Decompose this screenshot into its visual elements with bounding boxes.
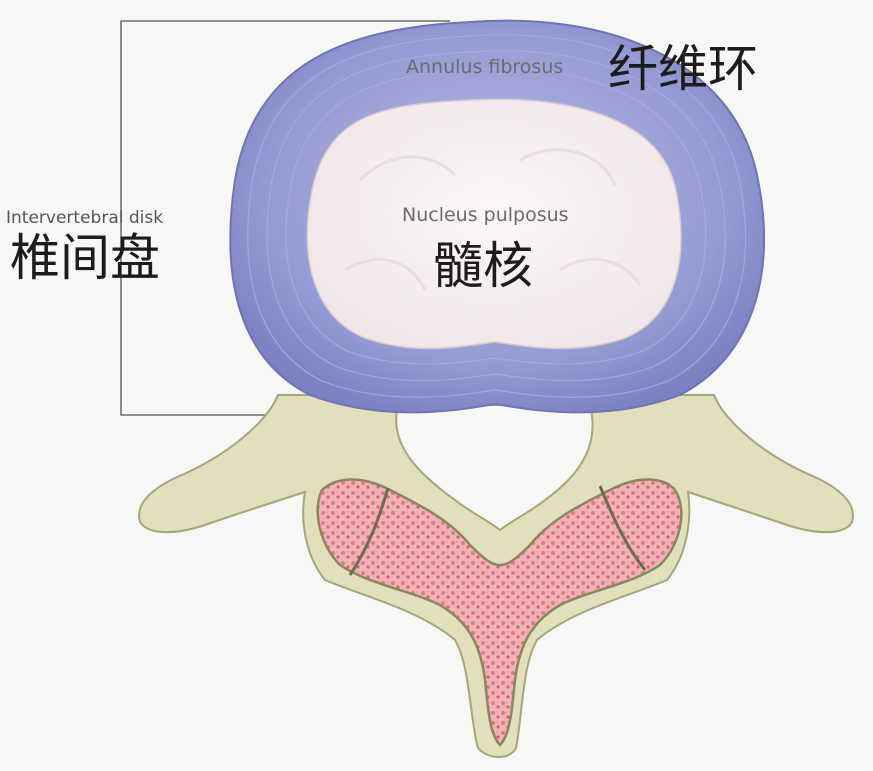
disk-leader-line — [120, 20, 450, 416]
nucleus-label-zh: 髓核 — [433, 237, 533, 295]
nucleus-label-en: Nucleus pulposus — [402, 204, 569, 226]
annulus-label-en: Annulus fibrosus — [406, 56, 563, 78]
nucleus-texture — [344, 148, 642, 291]
bone-marrow — [316, 478, 683, 747]
disk-label-en: Intervertebral disk — [6, 208, 163, 228]
joint-line-right — [598, 485, 647, 571]
joint-line-left — [348, 487, 390, 576]
disk-label-zh: 椎间盘 — [10, 229, 160, 287]
nucleus-pulposus — [306, 98, 682, 350]
vertebral-arch — [138, 394, 854, 758]
vertebral-foramen — [395, 404, 594, 532]
annulus-label-zh: 纤维环 — [608, 40, 758, 98]
